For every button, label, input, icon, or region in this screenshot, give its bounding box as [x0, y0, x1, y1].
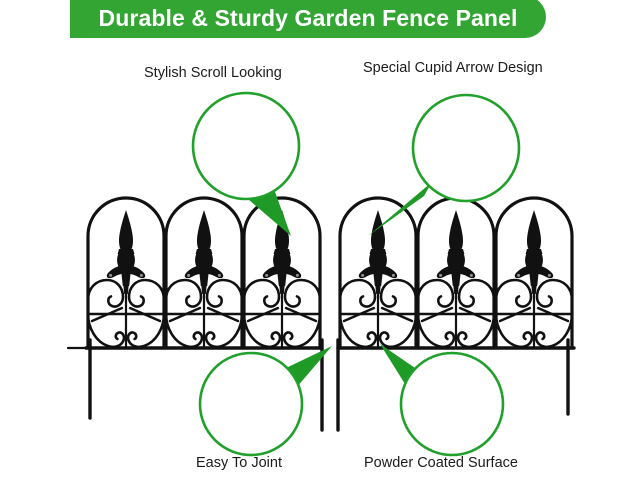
callout-pointer-cupid: [368, 182, 432, 236]
callout-ring-scroll: [191, 91, 301, 201]
callout-label-easy-to-joint: Easy To Joint: [196, 455, 282, 471]
callout-ring-joint: [198, 351, 304, 457]
callout-pointer-joint: [286, 346, 332, 388]
callout-easy-to-joint: [196, 346, 332, 460]
fence-panel-right: [338, 198, 574, 348]
callout-powder-coated-surface: [380, 344, 505, 460]
callout-ring-powder: [399, 351, 505, 457]
page-title: Durable & Sturdy Garden Fence Panel: [98, 4, 518, 31]
callout-label-powder-coated-surface: Powder Coated Surface: [364, 455, 518, 471]
title-banner: Durable & Sturdy Garden Fence Panel: [70, 0, 546, 38]
callout-label-stylish-scroll-looking: Stylish Scroll Looking: [144, 65, 282, 81]
callout-label-special-cupid-arrow-design: Special Cupid Arrow Design: [363, 60, 543, 76]
fence-panel-left: [86, 198, 322, 348]
callout-stylish-scroll-looking: [191, 90, 301, 236]
callout-special-cupid-arrow-design: [368, 93, 521, 240]
callout-ring-cupid: [411, 93, 521, 203]
